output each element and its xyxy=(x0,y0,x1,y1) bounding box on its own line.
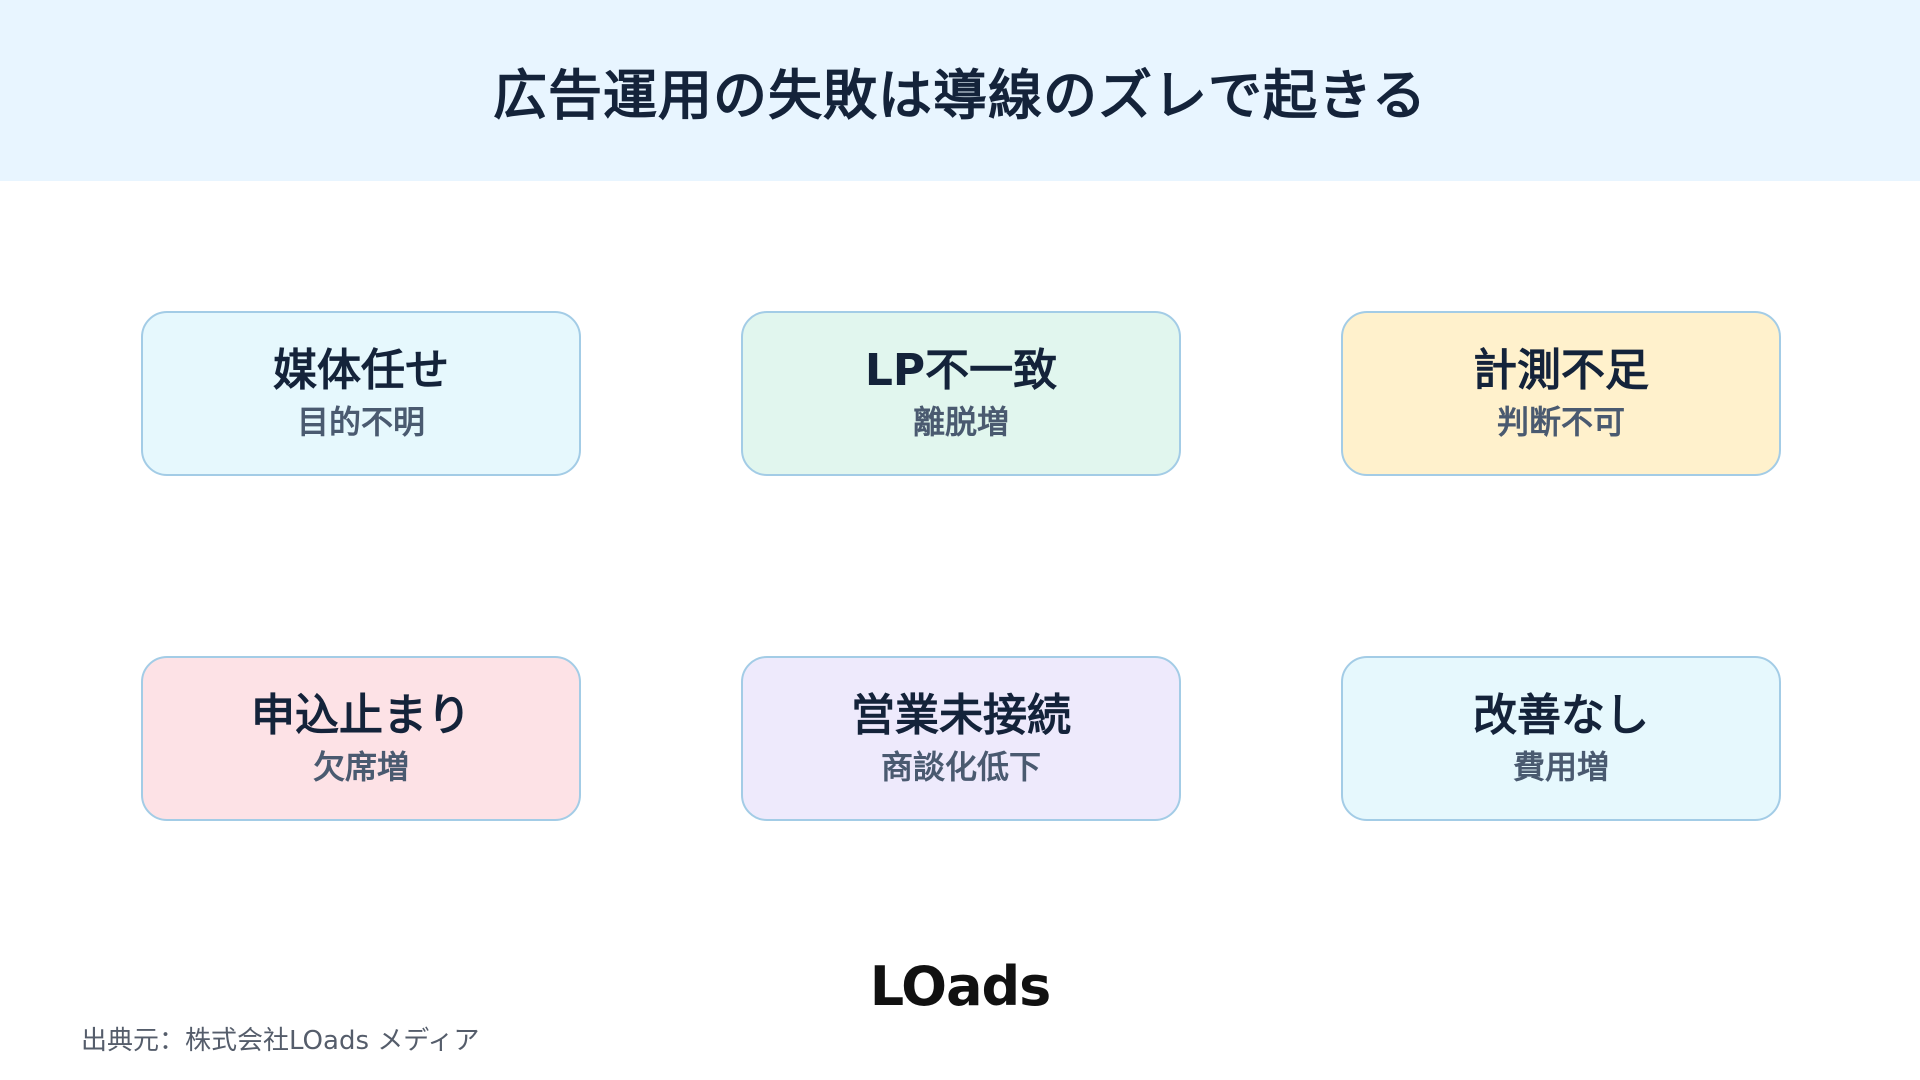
card-media-reliance: 媒体任せ 目的不明 xyxy=(141,311,581,476)
page-title: 広告運用の失敗は導線のズレで起きる xyxy=(493,64,1427,127)
source-credit: 出典元：株式会社LOads メディア xyxy=(81,1026,480,1056)
card-title: 計測不足 xyxy=(1473,344,1649,396)
card-subtitle: 離脱増 xyxy=(912,403,1009,442)
card-subtitle: 欠席増 xyxy=(312,748,409,787)
card-application-stall: 申込止まり 欠席増 xyxy=(141,656,581,821)
card-title: 改善なし xyxy=(1473,689,1649,741)
card-title: LP不一致 xyxy=(864,344,1058,396)
card-subtitle: 判断不可 xyxy=(1496,403,1625,442)
card-title: 営業未接続 xyxy=(851,689,1071,741)
card-measurement-lack: 計測不足 判断不可 xyxy=(1341,311,1781,476)
card-lp-mismatch: LP不一致 離脱増 xyxy=(741,311,1181,476)
loads-logo: LOads xyxy=(869,955,1052,1018)
card-title: 媒体任せ xyxy=(273,344,449,396)
card-subtitle: 費用増 xyxy=(1512,748,1609,787)
card-subtitle: 目的不明 xyxy=(296,403,425,442)
card-sales-disconnect: 営業未接続 商談化低下 xyxy=(741,656,1181,821)
card-subtitle: 商談化低下 xyxy=(880,748,1041,787)
card-no-improvement: 改善なし 費用増 xyxy=(1341,656,1781,821)
header-banner: 広告運用の失敗は導線のズレで起きる xyxy=(0,0,1920,181)
card-title: 申込止まり xyxy=(251,689,471,741)
